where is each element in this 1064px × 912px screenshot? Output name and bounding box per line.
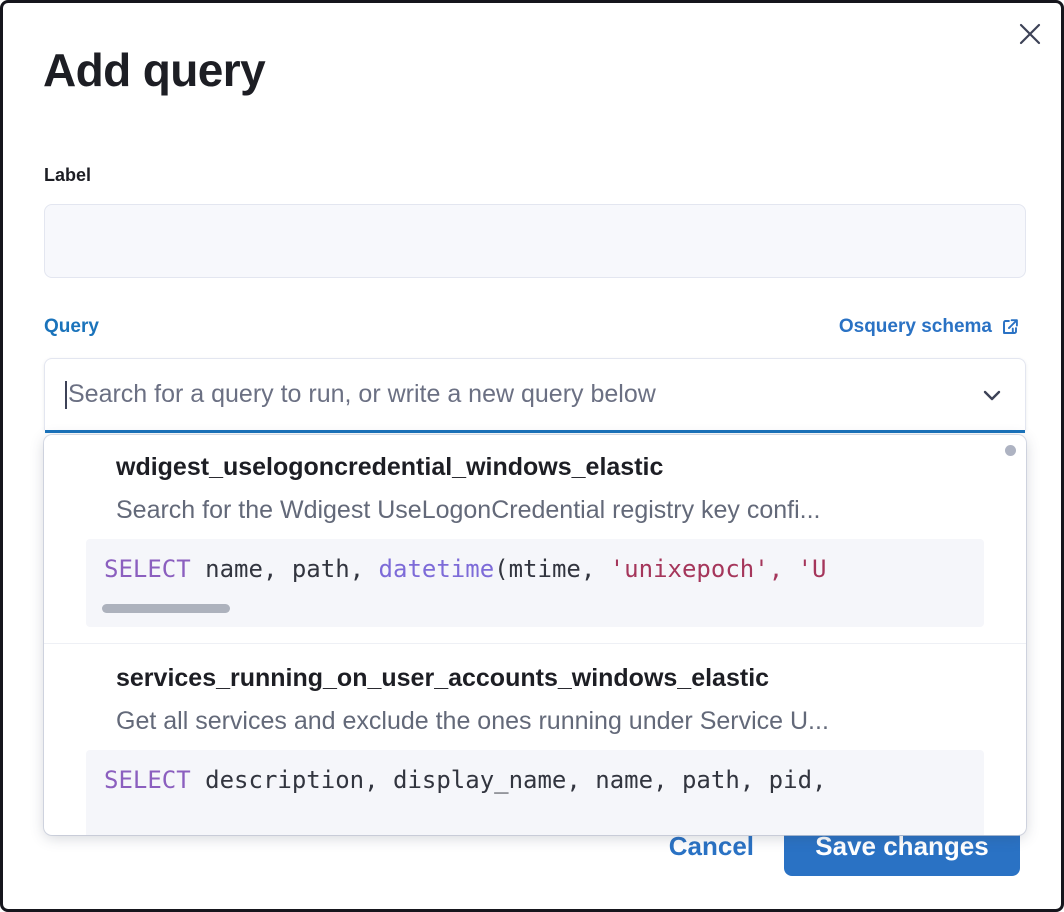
code-tail: , 'U [768,555,827,583]
page-title: Add query [43,44,266,96]
cancel-button[interactable]: Cancel [665,821,758,872]
list-item[interactable]: services_running_on_user_accounts_window… [44,643,1026,835]
code-columns: name, path, [190,555,379,583]
label-input[interactable] [44,204,1026,278]
list-item-title: wdigest_uselogoncredential_windows_elast… [116,453,664,481]
dropdown-scrollbar[interactable] [1005,445,1016,456]
chevron-down-icon[interactable] [977,380,1007,410]
code-string: 'unixepoch' [609,555,769,583]
query-search-placeholder: Search for a query to run, or write a ne… [68,380,656,408]
list-item-description: Get all services and exclude the ones ru… [116,707,829,735]
list-item-description: Search for the Wdigest UseLogonCredentia… [116,496,821,524]
code-function: datetime [378,555,495,583]
query-section-label: Query [44,316,99,337]
code-horizontal-scrollbar[interactable] [102,604,230,613]
osquery-schema-link-label: Osquery schema [838,316,992,337]
query-search-combobox[interactable]: Search for a query to run, or write a ne… [44,358,1026,433]
code-line: SELECT description, display_name, name, … [86,750,984,795]
list-item-title: services_running_on_user_accounts_window… [116,664,770,692]
list-item[interactable]: wdigest_uselogoncredential_windows_elast… [44,435,1026,627]
osquery-schema-link[interactable]: Osquery schema [839,316,1020,338]
list-item-code-block[interactable]: SELECT description, display_name, name, … [86,750,984,835]
label-field-label: Label [44,165,92,185]
code-keyword: SELECT [104,766,191,794]
close-icon-glyph [1019,23,1041,45]
code-keyword: SELECT [104,555,191,583]
close-icon[interactable] [1010,14,1050,54]
code-line: SELECT name, path, datetime(mtime, 'unix… [86,539,984,584]
query-suggestions-dropdown: wdigest_uselogoncredential_windows_elast… [44,435,1026,835]
code-columns: description, display_name, name, path, p… [190,766,827,794]
text-caret [65,380,67,409]
list-item-code-block[interactable]: SELECT name, path, datetime(mtime, 'unix… [86,539,984,627]
external-link-icon [1003,318,1019,334]
code-args: (mtime, [494,555,610,583]
